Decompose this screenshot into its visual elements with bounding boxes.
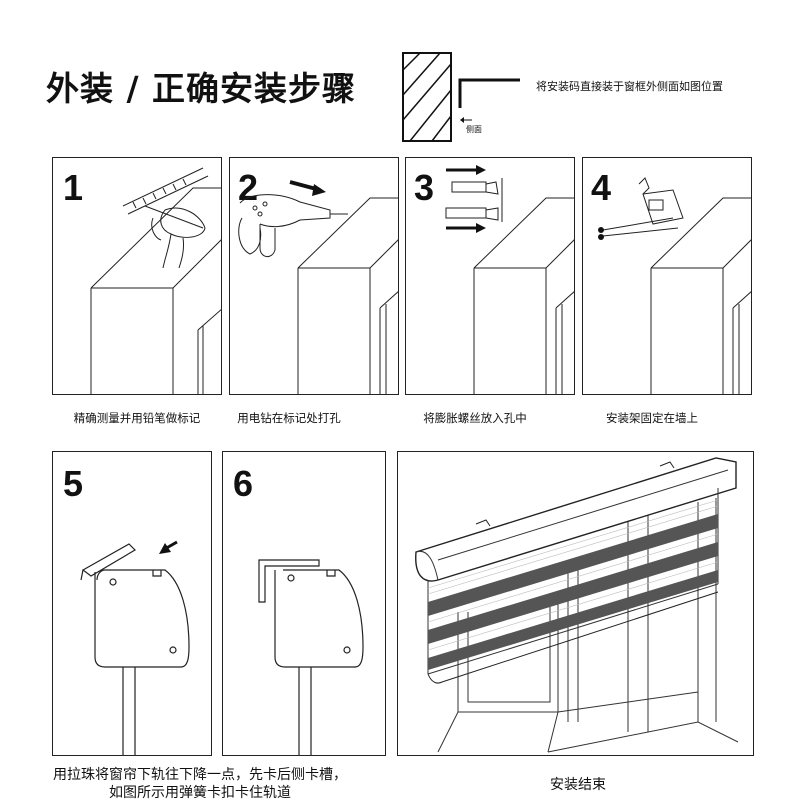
finished-blind-illustration [415,457,739,753]
step-6-number: 6 [233,463,254,504]
step-3-caption: 将膨胀螺丝放入孔中 [423,411,527,425]
step-3-number: 3 [414,167,435,208]
step-5-illustration [80,540,190,755]
final-caption: 安装结束 [550,777,606,793]
step-2-illustration [238,180,398,394]
step-1-panel: 1 [52,157,222,395]
step-4-number: 4 [591,167,612,208]
step-3-panel: 3 [405,157,575,395]
step-3-illustration [445,165,574,394]
final-panel [397,451,754,756]
step-2-caption: 用电钻在标记处打孔 [237,411,341,425]
step-1-illustration [90,167,221,394]
step-6-illustration [258,559,364,755]
step-2-panel: 2 [229,157,399,395]
step-6-panel: 6 [222,451,386,756]
side-label: 侧面 [466,125,482,134]
step-5-number: 5 [63,463,84,504]
page-title: 外装 / 正确安装步骤 [46,69,357,108]
step-4-panel: 4 [582,157,752,395]
step-4-caption: 安装架固定在墙上 [606,411,698,425]
step-4-illustration [598,177,751,394]
step-5-panel: 5 [52,451,212,756]
header-note: 将安装码直接装于窗框外侧面如图位置 [536,80,723,93]
step-1-number: 1 [63,167,84,208]
bracket-diagram-icon [402,52,520,142]
step-5-caption: 用拉珠将窗帘下轨往下降一点，先卡后侧卡槽，如图所示用弹簧卡扣卡住轨道 [53,767,347,801]
step-1-caption: 精确测量并用铅笔做标记 [73,411,201,425]
